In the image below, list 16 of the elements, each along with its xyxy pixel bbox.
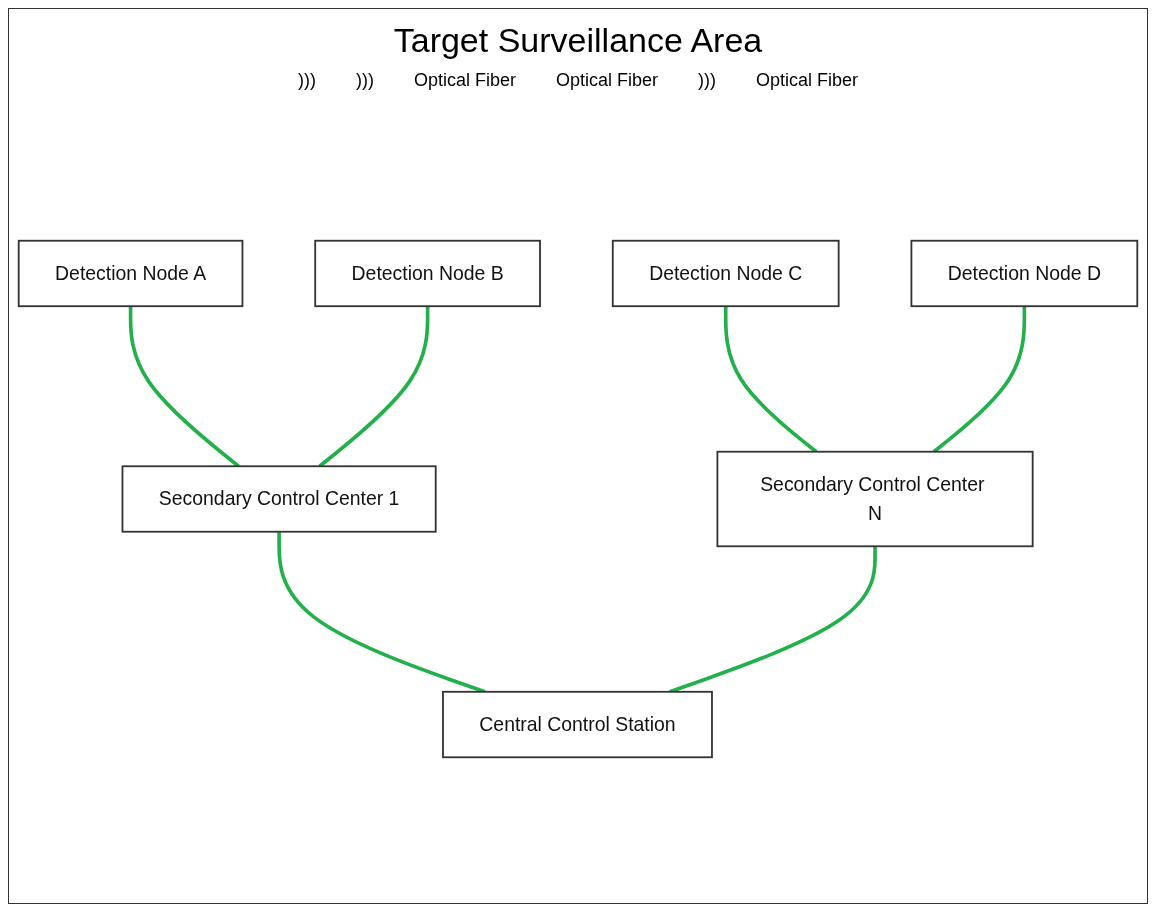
- node-box: Detection Node A: [17, 239, 244, 308]
- note-label: Optical Fiber: [756, 70, 859, 91]
- node-box: Detection Node C: [611, 239, 840, 308]
- note-label: ))): [355, 70, 374, 91]
- note-label: Optical Fiber: [555, 70, 658, 91]
- note-label: ))): [698, 70, 716, 91]
- title: Target Surveillance Area: [393, 21, 763, 60]
- connector: [128, 306, 240, 468]
- note-label: ))): [297, 70, 316, 91]
- node-box: Secondary Control Center 1: [121, 465, 437, 533]
- node-box: Central Control Station: [442, 690, 713, 759]
- connector: [318, 306, 430, 468]
- note-label: Optical Fiber: [413, 70, 516, 91]
- node-box: Detection Node D: [910, 239, 1139, 308]
- node-box: Secondary Control Center N: [716, 450, 1034, 548]
- node-box: Detection Node B: [314, 239, 541, 308]
